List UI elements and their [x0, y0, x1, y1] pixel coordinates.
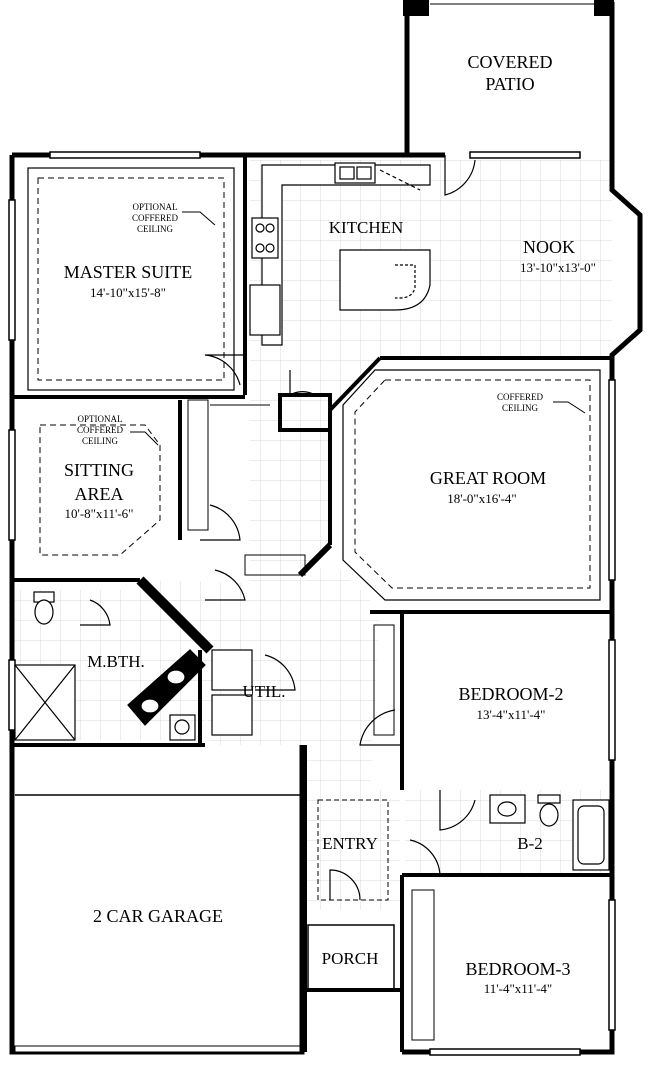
sitting-dims: 10'-8"x11'-6" [65, 506, 134, 521]
tub-icon [174, 719, 190, 735]
room-labels: COVERED PATIO OPTIONAL COFFERED CEILING … [64, 52, 596, 996]
master-bath-label: M.BTH. [87, 652, 145, 671]
master-note-3: CEILING [137, 224, 173, 234]
patio-post-right [594, 0, 614, 16]
sitting-label-2: AREA [75, 484, 124, 504]
door-patio [444, 155, 476, 196]
bedroom3-dims: 11'-4"x11'-4" [484, 981, 553, 996]
door-entry [329, 869, 361, 901]
east-wall-upper [609, 155, 643, 870]
sitting-note-1: OPTIONAL [78, 414, 123, 424]
great-room-dims: 18'-0"x16'-4" [447, 491, 516, 506]
garage-wall [9, 745, 305, 1055]
great-room-coffered-ceiling [342, 369, 601, 601]
windows [8, 151, 616, 1056]
door-pantry [289, 370, 316, 397]
toilet-icon [33, 591, 55, 625]
pantry [249, 284, 281, 336]
entry-label: ENTRY [322, 834, 378, 853]
great-note-1: COFFERED [497, 392, 544, 402]
door-wc [80, 599, 111, 626]
basin-icon [166, 669, 186, 685]
note-leaders [130, 211, 586, 446]
sitting-label-1: SITTING [64, 460, 134, 480]
garage-label: 2 CAR GARAGE [93, 906, 223, 926]
door-bed2 [359, 709, 402, 746]
master-coffered-ceiling [27, 167, 235, 391]
entry-tile [305, 790, 400, 910]
nook-dims: 13'-10"x13'-0" [520, 260, 596, 275]
master-suite-label: MASTER SUITE [64, 262, 193, 282]
door-bath2 [439, 790, 476, 831]
utility-fixtures [211, 649, 253, 736]
hall-diagonal-wall [136, 576, 214, 654]
range-icon [251, 217, 279, 259]
sitting-coffered-ceiling [39, 424, 161, 556]
utility-label: UTIL. [243, 682, 286, 701]
master-note-1: OPTIONAL [133, 202, 178, 212]
door-bed3 [402, 839, 441, 876]
doors [80, 155, 476, 901]
door-mbath [205, 569, 246, 601]
covered-patio-label-1: COVERED [468, 52, 553, 72]
porch-label: PORCH [322, 949, 379, 968]
master-bath-fixtures [14, 591, 206, 741]
bedroom2-label: BEDROOM-2 [458, 684, 563, 704]
garage [14, 794, 301, 1053]
bath2-label: B-2 [517, 834, 543, 853]
closets [187, 399, 435, 1041]
nook-label: NOOK [523, 237, 575, 257]
door-sitting [200, 504, 241, 541]
kitchen-fixtures [249, 162, 431, 346]
covered-patio-label-2: PATIO [485, 74, 534, 94]
kitchen-island [339, 249, 431, 311]
sitting-note-3: CEILING [82, 436, 118, 446]
kitchen-nook-tile [250, 160, 612, 585]
master-note-2: COFFERED [132, 213, 179, 223]
bath2-fixtures [489, 794, 610, 871]
bedroom2-dims: 13'-4"x11'-4" [477, 707, 546, 722]
patio-post-left [403, 0, 429, 16]
interior-walls [12, 155, 612, 1052]
great-room-label: GREAT ROOM [430, 468, 546, 488]
door-master [204, 354, 245, 386]
patio-posts [404, 2, 615, 155]
door-util [255, 654, 296, 691]
porch [305, 924, 402, 992]
bedroom3-label: BEDROOM-3 [465, 959, 570, 979]
great-note-2: CEILING [502, 403, 538, 413]
kitchen-label: KITCHEN [329, 218, 404, 237]
sitting-note-2: COFFERED [77, 425, 124, 435]
master-suite-dims: 14'-10"x15'-8" [90, 285, 166, 300]
